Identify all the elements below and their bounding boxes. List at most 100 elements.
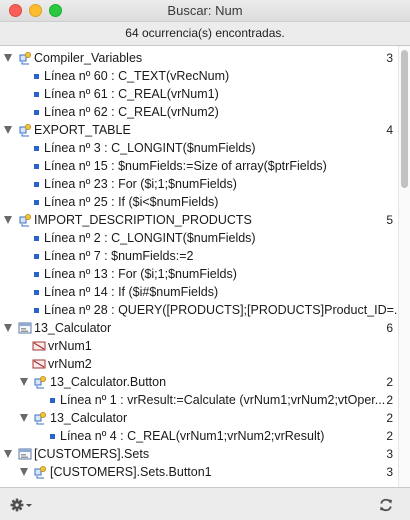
tree-row[interactable]: Línea nº 62 : C_REAL(vrNum2) <box>0 103 398 121</box>
tree-row-label: Línea nº 2 : C_LONGINT($numFields) <box>44 231 256 245</box>
tree-row[interactable]: Línea nº 1 : vrResult:=Calculate (vrNum1… <box>0 391 398 409</box>
tree-row-label: Línea nº 13 : For ($i;1;$numFields) <box>44 267 237 281</box>
bullet-icon <box>34 164 39 169</box>
tree-row-label: Línea nº 61 : C_REAL(vrNum1) <box>44 87 219 101</box>
tree-row-label: Línea nº 15 : $numFields:=Size of array(… <box>44 159 327 173</box>
bullet-icon <box>34 110 39 115</box>
bullet-icon <box>50 398 55 403</box>
gear-icon[interactable] <box>10 497 34 513</box>
tree-row-label: Línea nº 4 : C_REAL(vrNum1;vrNum2;vrResu… <box>60 429 325 443</box>
match-count: 2 <box>386 375 393 389</box>
match-count: 3 <box>386 447 393 461</box>
scrollbar-thumb[interactable] <box>401 50 408 188</box>
tree-row-label: Línea nº 1 : vrResult:=Calculate (vrNum1… <box>60 393 386 407</box>
match-count: 6 <box>386 321 393 335</box>
tree-group-row[interactable]: EXPORT_TABLE 4 <box>0 121 398 139</box>
tree-row[interactable]: Línea nº 61 : C_REAL(vrNum1) <box>0 85 398 103</box>
tree-row-label: [CUSTOMERS].Sets <box>34 447 150 461</box>
disclosure-triangle-icon[interactable] <box>4 54 12 62</box>
tree-row[interactable]: Línea nº 60 : C_TEXT(vRecNum) <box>0 67 398 85</box>
tree-row-label: Línea nº 3 : C_LONGINT($numFields) <box>44 141 256 155</box>
tree-row-label: Línea nº 23 : For ($i;1;$numFields) <box>44 177 237 191</box>
bullet-icon <box>34 200 39 205</box>
tree-row[interactable]: Línea nº 2 : C_LONGINT($numFields) <box>0 229 398 247</box>
title-bar: Buscar: Num <box>0 0 410 22</box>
tree-row-label: Línea nº 60 : C_TEXT(vRecNum) <box>44 69 230 83</box>
tree-row-label: Línea nº 14 : If ($i#$numFields) <box>44 285 219 299</box>
zoom-button[interactable] <box>49 4 62 17</box>
match-count: 3 <box>386 51 393 65</box>
tree-row-label: [CUSTOMERS].Sets.Button1 <box>50 465 212 479</box>
disclosure-triangle-icon[interactable] <box>4 216 12 224</box>
disclosure-triangle-icon[interactable] <box>4 126 12 134</box>
tree-row[interactable]: Línea nº 25 : If ($i<$numFields) <box>0 193 398 211</box>
method-icon <box>18 123 32 137</box>
tree-row[interactable]: Línea nº 7 : $numFields:=2 <box>0 247 398 265</box>
bullet-icon <box>34 182 39 187</box>
form-icon <box>18 321 32 335</box>
tree-row-label: Línea nº 25 : If ($i<$numFields) <box>44 195 219 209</box>
disclosure-triangle-icon[interactable] <box>20 414 28 422</box>
form-icon <box>18 447 32 461</box>
tree-group-row[interactable]: 13_Calculator 2 <box>0 409 398 427</box>
tree-row[interactable]: vrNum2 <box>0 355 398 373</box>
match-count: 3 <box>386 465 393 479</box>
method-icon <box>18 51 32 65</box>
window-title: Buscar: Num <box>167 3 243 18</box>
tree-row[interactable]: Línea nº 3 : C_LONGINT($numFields) <box>0 139 398 157</box>
tree-row[interactable]: Línea nº 14 : If ($i#$numFields) <box>0 283 398 301</box>
tree-group-row[interactable]: IMPORT_DESCRIPTION_PRODUCTS 5 <box>0 211 398 229</box>
tree-row-label: Línea nº 28 : QUERY([PRODUCTS];[PRODUCTS… <box>44 303 405 317</box>
tree-row-label: 13_Calculator <box>50 411 128 425</box>
tree-row[interactable]: Línea nº 28 : QUERY([PRODUCTS];[PRODUCTS… <box>0 301 405 319</box>
variable-icon <box>32 357 46 371</box>
bullet-icon <box>34 290 39 295</box>
object-method-icon <box>33 465 47 479</box>
variable-icon <box>32 339 46 353</box>
tree-group-row[interactable]: 13_Calculator 6 <box>0 319 398 337</box>
tree-group-row[interactable]: 13_Calculator.Button 2 <box>0 373 398 391</box>
tree-row-label: vrNum2 <box>48 357 92 371</box>
bullet-icon <box>34 146 39 151</box>
bullet-icon <box>50 434 55 439</box>
bullet-icon <box>34 236 39 241</box>
tree-row-label: EXPORT_TABLE <box>34 123 131 137</box>
disclosure-triangle-icon[interactable] <box>20 378 28 386</box>
match-count: 2 <box>386 429 393 443</box>
tree-row-label: IMPORT_DESCRIPTION_PRODUCTS <box>34 213 252 227</box>
tree-row-label: 13_Calculator.Button <box>50 375 167 389</box>
disclosure-triangle-icon[interactable] <box>4 450 12 458</box>
match-count: 4 <box>386 123 393 137</box>
close-button[interactable] <box>9 4 22 17</box>
tree-row[interactable]: vrNum1 <box>0 337 398 355</box>
tree-row-label: Línea nº 7 : $numFields:=2 <box>44 249 194 263</box>
disclosure-triangle-icon[interactable] <box>20 468 28 476</box>
bottom-toolbar <box>0 487 410 520</box>
match-count: 5 <box>386 213 393 227</box>
match-count: 2 <box>386 393 393 407</box>
bullet-icon <box>34 74 39 79</box>
tree-row[interactable]: Línea nº 23 : For ($i;1;$numFields) <box>0 175 398 193</box>
refresh-icon[interactable] <box>378 497 394 513</box>
tree-group-row[interactable]: Compiler_Variables 3 <box>0 49 398 67</box>
object-method-icon <box>33 411 47 425</box>
bullet-icon <box>34 308 39 313</box>
tree-row[interactable]: Línea nº 15 : $numFields:=Size of array(… <box>0 157 398 175</box>
disclosure-triangle-icon[interactable] <box>4 324 12 332</box>
results-summary: 64 ocurrencia(s) encontradas. <box>0 22 410 46</box>
tree-row-label: vrNum1 <box>48 339 92 353</box>
object-method-icon <box>33 375 47 389</box>
tree-row-label: Compiler_Variables <box>34 51 143 65</box>
tree-row-label: Línea nº 62 : C_REAL(vrNum2) <box>44 105 219 119</box>
tree-row[interactable]: Línea nº 13 : For ($i;1;$numFields) <box>0 265 398 283</box>
bullet-icon <box>34 92 39 97</box>
bullet-icon <box>34 254 39 259</box>
tree-row-label: 13_Calculator <box>34 321 112 335</box>
tree-group-row[interactable]: [CUSTOMERS].Sets 3 <box>0 445 398 463</box>
tree-group-row[interactable]: [CUSTOMERS].Sets.Button1 3 <box>0 463 398 481</box>
tree-row[interactable]: Línea nº 4 : C_REAL(vrNum1;vrNum2;vrResu… <box>0 427 398 445</box>
method-icon <box>18 213 32 227</box>
match-count: 2 <box>386 411 393 425</box>
minimize-button[interactable] <box>29 4 42 17</box>
